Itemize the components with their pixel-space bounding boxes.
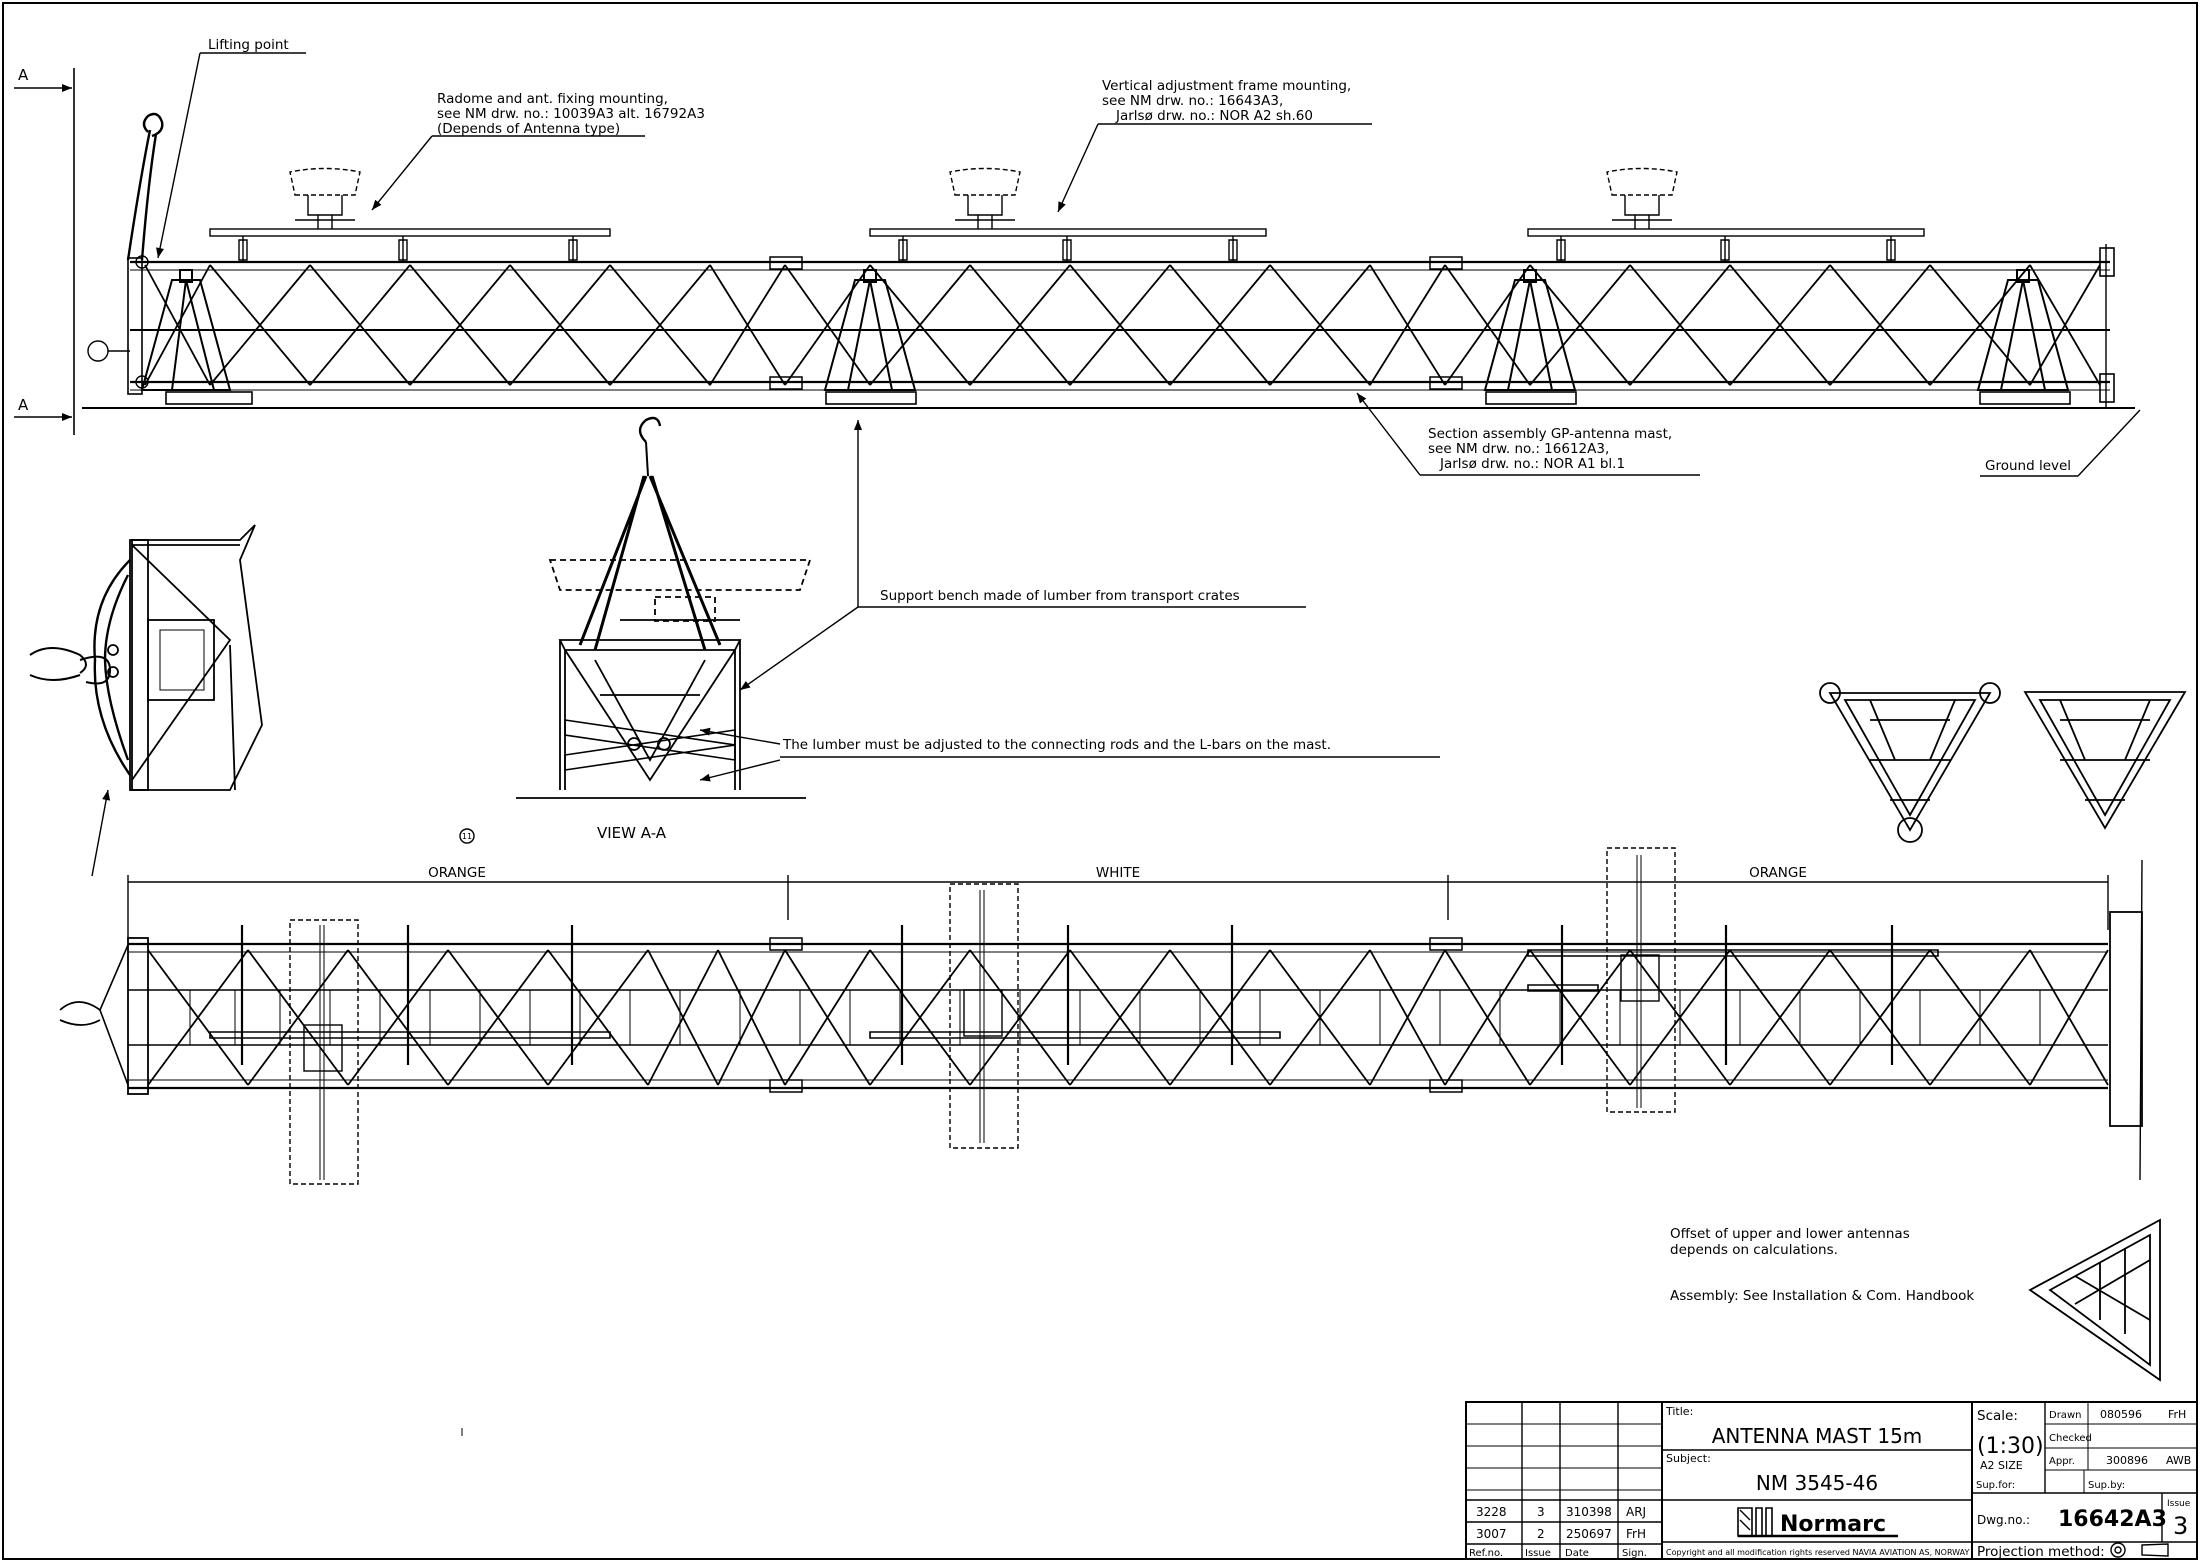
copyright-note: Copyright and all modification rights re… xyxy=(1666,1548,1969,1557)
svg-text:depends on calculations.: depends on calculations. xyxy=(1670,1242,1838,1258)
svg-text:ARJ: ARJ xyxy=(1626,1505,1646,1519)
note-radome: Radome and ant. fixing mounting, see NM … xyxy=(437,91,705,137)
section-marker-lower: A xyxy=(14,396,72,421)
drawing-title: ANTENNA MAST 15m xyxy=(1712,1424,1923,1448)
cross-sections xyxy=(1819,682,2187,1382)
appr-label: Appr. xyxy=(2049,1456,2075,1467)
svg-text:3228: 3228 xyxy=(1476,1505,1507,1519)
svg-text:A: A xyxy=(18,396,29,414)
end-view-detail xyxy=(29,524,263,877)
title-block xyxy=(1465,1401,2198,1560)
scale-value: (1:30) xyxy=(1977,1434,2044,1459)
projection-label: Projection method: xyxy=(1977,1544,2105,1560)
sheet-size: A2 SIZE xyxy=(1980,1459,2023,1472)
svg-text:Date: Date xyxy=(1565,1548,1589,1559)
svg-text:Issue: Issue xyxy=(1525,1548,1551,1559)
note-vertical-adjustment: Vertical adjustment frame mounting, see … xyxy=(1102,78,1351,124)
svg-text:Radome and ant. fixing mountin: Radome and ant. fixing mounting, xyxy=(437,91,668,107)
leaders-top xyxy=(156,52,2141,477)
drawn-date: 080596 xyxy=(2100,1408,2142,1421)
sup-by-label: Sup.by: xyxy=(2088,1480,2125,1491)
note-support-bench: Support bench made of lumber from transp… xyxy=(880,588,1240,604)
sup-for-label: Sup.for: xyxy=(1976,1480,2015,1491)
svg-text:250697: 250697 xyxy=(1566,1527,1612,1541)
svg-text:Jarlsø drw. no.: NOR A2 sh.60: Jarlsø drw. no.: NOR A2 sh.60 xyxy=(1115,108,1313,124)
company-logo: Normarc xyxy=(1737,1507,1898,1538)
colour-dimension xyxy=(127,875,2109,940)
svg-text:11: 11 xyxy=(462,832,472,841)
svg-text:see NM drw. no.: 10039A3 alt.: see NM drw. no.: 10039A3 alt. 16792A3 xyxy=(437,106,705,122)
svg-text:Jarlsø drw. no.: NOR A1 bl.1: Jarlsø drw. no.: NOR A1 bl.1 xyxy=(1439,456,1625,472)
view-a-a xyxy=(516,416,812,799)
section-marker-upper: A xyxy=(14,66,72,92)
drawn-sign: FrH xyxy=(2168,1408,2186,1421)
svg-text:Ref.no.: Ref.no. xyxy=(1469,1548,1503,1559)
mast-elevation xyxy=(82,112,2135,409)
drawn-label: Drawn xyxy=(2049,1410,2081,1421)
note-assembly: Assembly: See Installation & Com. Handbo… xyxy=(1670,1288,1974,1304)
checked-label: Checked xyxy=(2049,1433,2092,1444)
svg-text:3007: 3007 xyxy=(1476,1527,1507,1541)
note-lifting-point: Lifting point xyxy=(208,37,289,53)
svg-text:FrH: FrH xyxy=(1626,1527,1646,1541)
appr-date: 300896 xyxy=(2106,1454,2148,1467)
projection-symbol xyxy=(2110,1542,2169,1558)
issue-label: Issue xyxy=(2167,1499,2191,1509)
colour-section-1: ORANGE xyxy=(428,865,486,881)
note-lumber: The lumber must be adjusted to the conne… xyxy=(782,737,1331,753)
dwg-no-label: Dwg.no.: xyxy=(1977,1513,2030,1527)
svg-text:3: 3 xyxy=(1537,1505,1545,1519)
svg-text:2: 2 xyxy=(1537,1527,1545,1541)
mast-plan xyxy=(59,847,2143,1185)
colour-section-2: WHITE xyxy=(1096,865,1140,881)
svg-text:A: A xyxy=(18,66,29,84)
svg-text:Sign.: Sign. xyxy=(1622,1548,1647,1559)
view-label: VIEW A-A xyxy=(597,824,667,842)
appr-sign: AWB xyxy=(2166,1454,2191,1467)
svg-text:(Depends of Antenna type): (Depends of Antenna type) xyxy=(437,121,620,137)
dwg-no: 16642A3 xyxy=(2058,1507,2167,1532)
title-label: Title: xyxy=(1665,1405,1693,1418)
note-section-assembly: Section assembly GP-antenna mast, see NM… xyxy=(1428,426,1672,472)
issue-value: 3 xyxy=(2173,1512,2188,1540)
colour-section-3: ORANGE xyxy=(1749,865,1807,881)
leaders-middle xyxy=(699,420,1440,782)
note-offset: Offset of upper and lower antennas depen… xyxy=(1670,1226,1910,1258)
svg-text:Vertical adjustment frame moun: Vertical adjustment frame mounting, xyxy=(1102,78,1351,94)
svg-text:310398: 310398 xyxy=(1566,1505,1612,1519)
svg-text:Offset of upper and lower ante: Offset of upper and lower antennas xyxy=(1670,1226,1910,1242)
svg-text:see NM drw. no.: 16643A3,: see NM drw. no.: 16643A3, xyxy=(1102,93,1283,109)
subject-label: Subject: xyxy=(1666,1452,1711,1465)
scale-label: Scale: xyxy=(1977,1408,2018,1424)
item-balloon: 11 xyxy=(459,828,475,844)
svg-text:Section assembly GP-antenna ma: Section assembly GP-antenna mast, xyxy=(1428,426,1672,442)
svg-text:Normarc: Normarc xyxy=(1780,1512,1886,1537)
revision-table: 3228 3 310398 ARJ 3007 2 250697 FrH Ref.… xyxy=(1469,1505,1647,1559)
svg-text:see NM drw. no.: 16612A3,: see NM drw. no.: 16612A3, xyxy=(1428,441,1609,457)
note-ground-level: Ground level xyxy=(1985,458,2071,474)
drawing-subject: NM 3545-46 xyxy=(1756,1471,1878,1495)
